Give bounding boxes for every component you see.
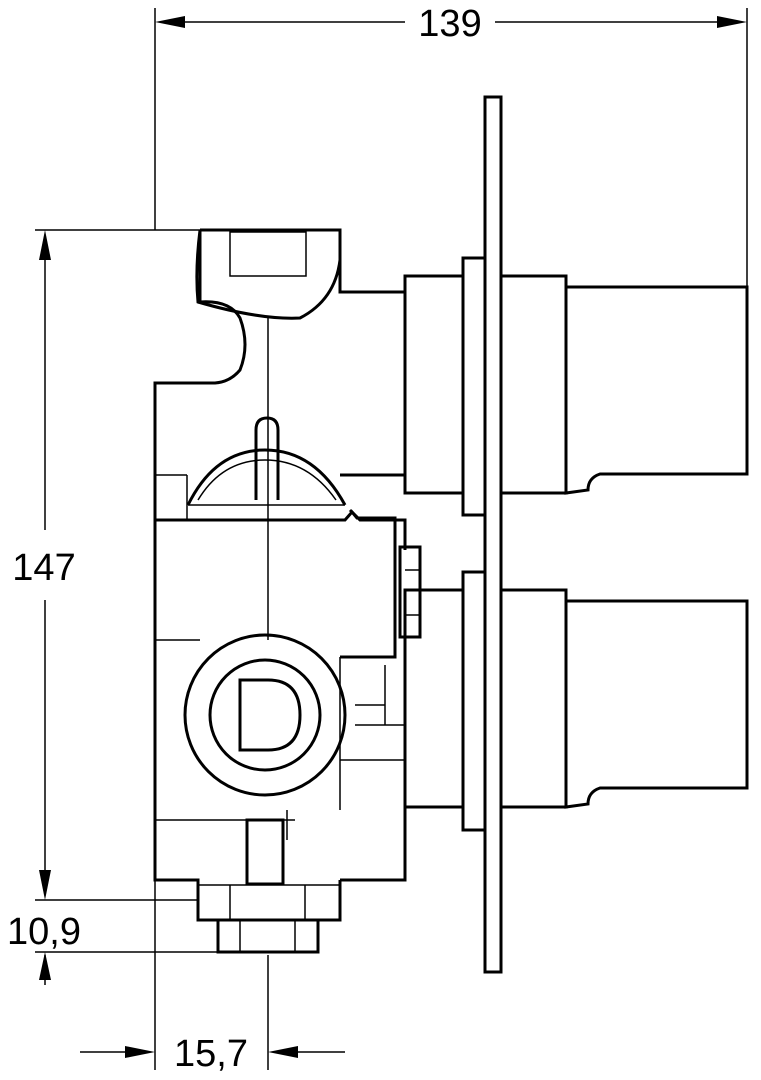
depth-label: 139 — [418, 3, 481, 45]
cartridge-dome — [186, 318, 347, 640]
outlet-horizontal-label: 15,7 — [174, 1033, 248, 1075]
dimension-outlet-horizontal: 15,7 — [80, 880, 345, 1075]
valve-body — [153, 228, 422, 900]
height-label: 147 — [12, 547, 75, 589]
upper-handle — [403, 256, 749, 517]
dimension-outlet-vertical: 10,9 — [7, 911, 218, 985]
cover-plate — [483, 95, 503, 974]
outlet-ring — [183, 633, 347, 797]
outlet-vertical-label: 10,9 — [7, 911, 81, 953]
dimension-overall-depth: 139 — [154, 3, 748, 287]
lower-handle — [403, 570, 749, 832]
bottom-connection — [196, 818, 342, 954]
dimension-overall-height: 147 — [12, 229, 200, 901]
